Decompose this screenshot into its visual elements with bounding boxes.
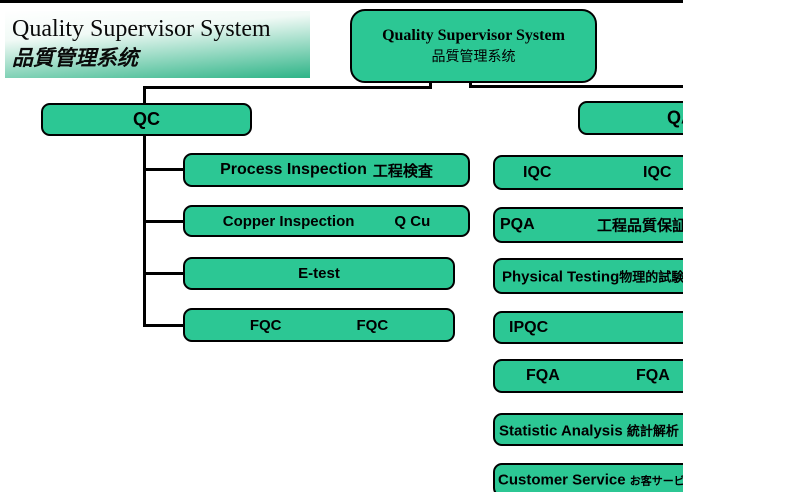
- node-e-test-label: E-test: [298, 265, 340, 282]
- banner-title-english: Quality Supervisor System: [12, 16, 271, 42]
- node-statistic-analysis: Statistic Analysis 統計解析: [493, 413, 683, 446]
- node-qc-label: QC: [133, 109, 160, 129]
- node-fqc: FQC FQC: [183, 308, 455, 342]
- node-fqa-label: FQA: [526, 367, 560, 384]
- node-physical-testing-label: Physical Testing: [502, 268, 620, 286]
- node-pqa: PQA 工程品質保証: [493, 207, 683, 243]
- node-copper-inspection: Copper Inspection Q Cu: [183, 205, 470, 237]
- banner-title-cjk: 品質管理系统: [12, 46, 138, 70]
- node-customer-service-label: Customer Service: [498, 471, 626, 489]
- node-qa: QA: [578, 101, 683, 135]
- node-qc: QC: [41, 103, 252, 136]
- node-fqc-label: FQC: [249, 316, 282, 334]
- node-statistic-analysis-text: Statistic Analysis 統計解析: [499, 420, 679, 439]
- qc-branch-spine: [143, 136, 146, 327]
- node-pqa-label: PQA: [500, 216, 535, 233]
- node-e-test: E-test: [183, 257, 455, 290]
- node-fqa: FQA FQA: [493, 359, 683, 393]
- node-customer-service-text: Customer Service お客サービス: [498, 472, 683, 489]
- node-qa-label: QA: [667, 107, 683, 128]
- node-customer-service: Customer Service お客サービス: [493, 463, 683, 492]
- node-process-inspection: Process Inspection 工程検査: [183, 153, 470, 187]
- node-iqc-code: IQC: [643, 163, 672, 181]
- title-banner: Quality Supervisor System 品質管理系统: [5, 11, 310, 78]
- root-node-title-cjk: 品質管理系统: [431, 47, 516, 64]
- node-fqc-code: FQC: [356, 316, 389, 334]
- node-ipqc-label: IPQC: [509, 318, 549, 336]
- qc-stub-copper-inspection: [143, 220, 184, 223]
- node-process-inspection-cjk: 工程検査: [372, 162, 433, 180]
- node-fqa-code: FQA: [636, 367, 670, 384]
- node-customer-service-cjk: お客サービス: [629, 475, 683, 488]
- node-physical-testing: Physical Testing物理的試験: [493, 258, 683, 294]
- connector-right-horizontal: [469, 85, 683, 88]
- qc-stub-process-inspection: [143, 168, 184, 171]
- node-copper-inspection-code: Q Cu: [394, 212, 431, 230]
- node-process-inspection-label: Process Inspection: [220, 161, 367, 178]
- qc-stub-fqc: [143, 324, 184, 327]
- node-ipqc: IPQC: [493, 311, 683, 344]
- node-copper-inspection-label: Copper Inspection: [222, 212, 355, 230]
- node-iqc-label: IQC: [523, 163, 552, 181]
- node-pqa-cjk: 工程品質保証: [597, 217, 683, 235]
- slide-clip-area: Quality Supervisor System 品質管理系统 Quality…: [0, 0, 683, 492]
- node-physical-testing-text: Physical Testing物理的試験: [502, 267, 683, 286]
- node-statistic-analysis-label: Statistic Analysis: [499, 422, 623, 439]
- qc-stub-e-test: [143, 272, 184, 275]
- root-node-title-english: Quality Supervisor System: [382, 26, 565, 44]
- node-physical-testing-cjk: 物理的試験: [619, 269, 683, 285]
- connector-left-horizontal: [143, 86, 432, 89]
- node-iqc: IQC IQC: [493, 155, 683, 190]
- node-statistic-analysis-cjk: 統計解析: [626, 423, 679, 438]
- top-border-line: [0, 0, 683, 3]
- connector-left-drop: [143, 86, 146, 104]
- root-node-quality-supervisor-system: Quality Supervisor System 品質管理系统: [350, 9, 597, 83]
- connector-root-left-stub: [429, 82, 432, 89]
